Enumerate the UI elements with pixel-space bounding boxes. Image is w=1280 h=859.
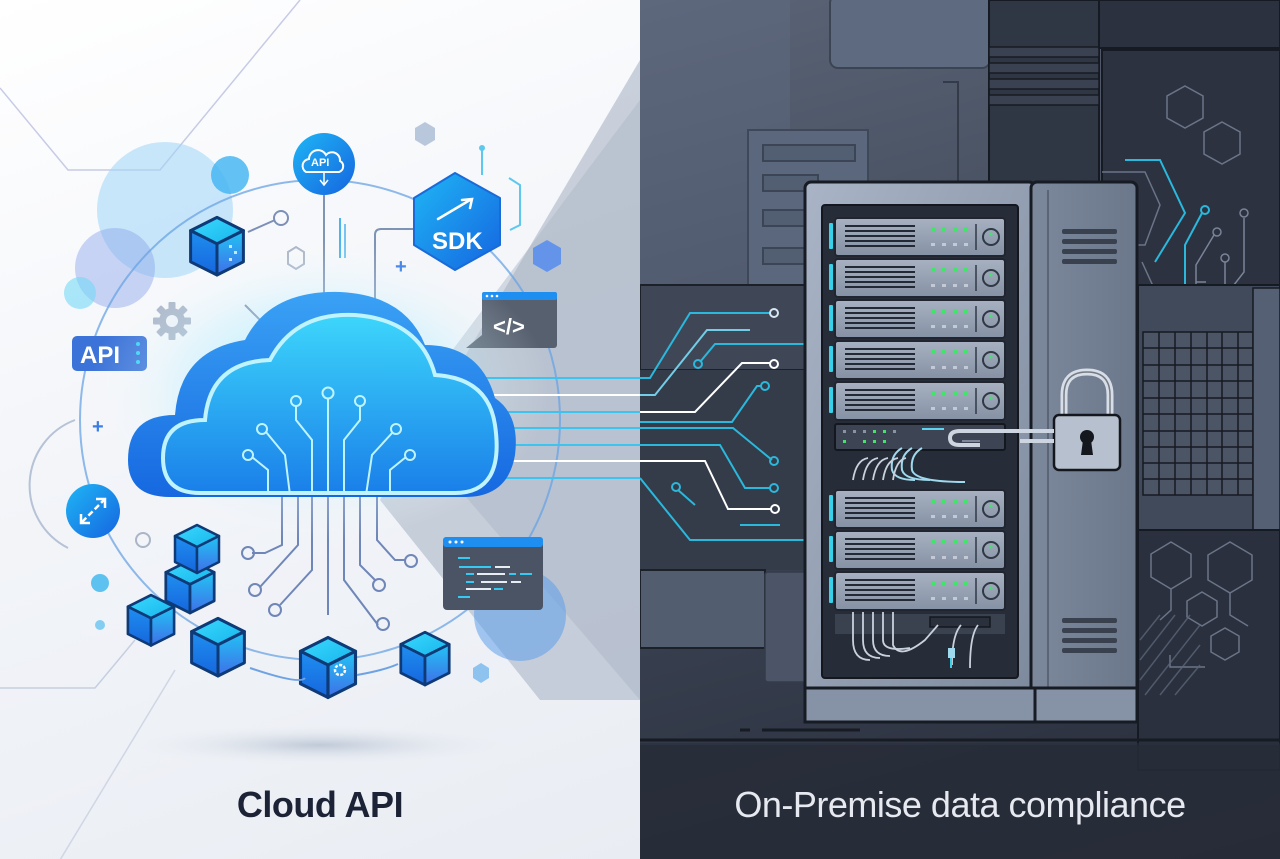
on-premise-panel: On-Premise data compliance — [640, 0, 1280, 859]
on-premise-caption: On-Premise data compliance — [734, 784, 1186, 825]
api-cloud-icon: API — [293, 133, 355, 300]
svg-text:API: API — [311, 157, 329, 169]
sdk-hexagon-icon: SDK — [413, 172, 501, 271]
circuit-lines-icon — [640, 308, 805, 541]
server-scene — [640, 0, 1280, 859]
cloud-scene: + + — [0, 0, 640, 859]
grid-panel-icon — [1142, 331, 1254, 496]
cloud-api-panel: + + — [0, 0, 640, 859]
cloud-icon — [128, 291, 516, 497]
expand-arrows-icon — [66, 484, 120, 538]
svg-text:SDK: SDK — [432, 228, 483, 255]
padlock-icon — [947, 368, 1122, 472]
cloud-api-caption: Cloud API — [236, 784, 404, 825]
server-rack-icon — [803, 180, 1139, 724]
cube-stack — [126, 523, 246, 678]
cube-icon — [399, 630, 451, 687]
cube-icon — [189, 215, 245, 277]
code-window-icon — [443, 537, 543, 610]
cube-gear-icon — [298, 635, 358, 700]
